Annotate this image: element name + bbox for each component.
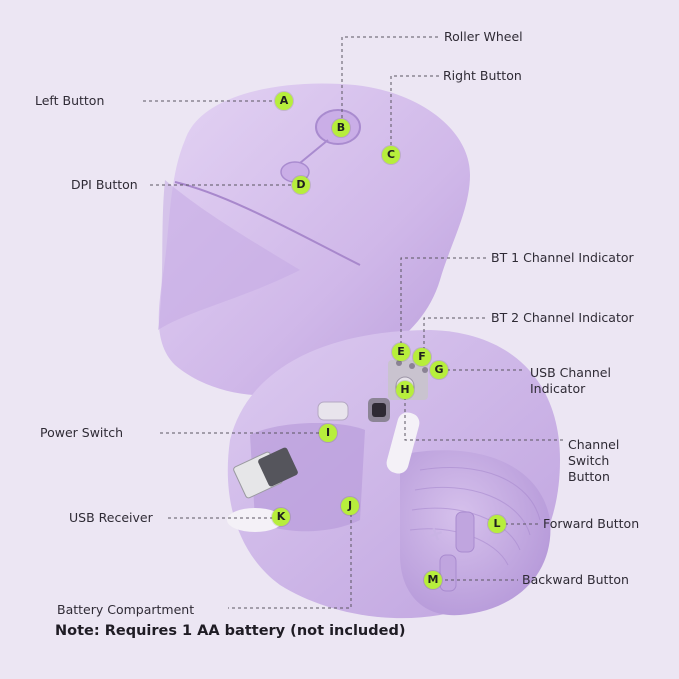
backward-button-shape bbox=[439, 554, 457, 592]
forward-button-shape bbox=[455, 511, 475, 553]
label-channel-switch: Channel Switch Button bbox=[568, 437, 619, 485]
badge-e: E bbox=[392, 343, 410, 361]
badge-h: H bbox=[396, 381, 414, 399]
label-left-button: Left Button bbox=[35, 93, 105, 108]
label-forward-button: Forward Button bbox=[543, 516, 640, 531]
label-bt1-indicator: BT 1 Channel Indicator bbox=[491, 250, 634, 265]
badge-b: B bbox=[332, 119, 350, 137]
label-channel-switch-line3: Button bbox=[568, 469, 610, 484]
label-backward-button: Backward Button bbox=[522, 572, 629, 587]
mouse-top-ridge bbox=[174, 181, 361, 266]
badge-k: K bbox=[272, 508, 290, 526]
label-usb-indicator-line1: USB Channel bbox=[530, 365, 611, 380]
label-usb-indicator: USB Channel Indicator bbox=[530, 365, 611, 397]
badge-c: C bbox=[382, 146, 400, 164]
badge-m: M bbox=[424, 571, 442, 589]
battery-note: Note: Requires 1 AA battery (not include… bbox=[55, 623, 406, 639]
leader-lines bbox=[143, 36, 566, 609]
label-channel-switch-line2: Switch bbox=[568, 453, 610, 468]
label-usb-indicator-line2: Indicator bbox=[530, 381, 586, 396]
foot-pad-center bbox=[386, 412, 420, 474]
badge-g: G bbox=[430, 361, 448, 379]
badge-f: F bbox=[413, 348, 431, 366]
label-battery-compartment: Battery Compartment bbox=[57, 602, 195, 617]
badge-d: D bbox=[292, 176, 310, 194]
label-usb-receiver: USB Receiver bbox=[69, 510, 153, 525]
battery-compartment-shape bbox=[250, 423, 365, 532]
badge-l: L bbox=[488, 515, 506, 533]
label-power-switch: Power Switch bbox=[40, 425, 124, 440]
label-right-button: Right Button bbox=[443, 68, 522, 83]
svg-text:+: + bbox=[424, 519, 448, 547]
label-bt2-indicator: BT 2 Channel Indicator bbox=[491, 310, 634, 325]
power-switch-shape bbox=[317, 401, 349, 421]
badge-i: I bbox=[319, 424, 337, 442]
label-channel-switch-line1: Channel bbox=[568, 437, 620, 452]
badge-j: J bbox=[341, 497, 359, 515]
label-dpi-button: DPI Button bbox=[71, 177, 138, 192]
foot-pad-left bbox=[227, 508, 283, 532]
usb-receiver-shape bbox=[233, 447, 298, 499]
mouse-top-side bbox=[158, 180, 300, 330]
label-roller-wheel: Roller Wheel bbox=[444, 29, 523, 44]
badge-a: A bbox=[275, 92, 293, 110]
